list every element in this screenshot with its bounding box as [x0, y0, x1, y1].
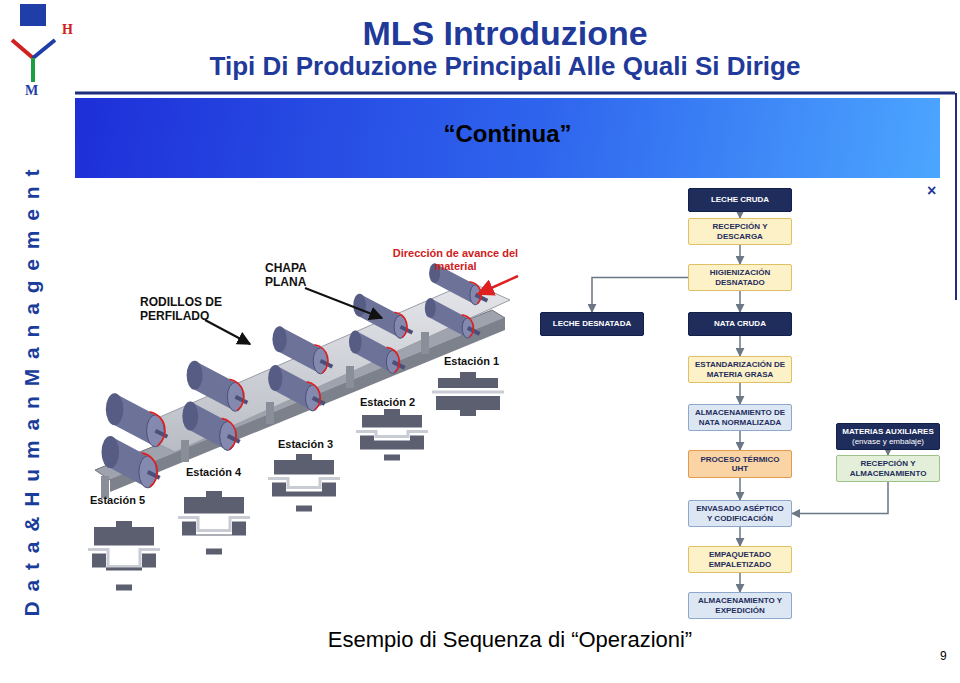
station-label: Estación 4 [186, 466, 241, 479]
header-rule [75, 92, 955, 95]
flow-arrow [739, 431, 741, 450]
process-box: ALMACENAMIENTO DE NATA NORMALIZADA [688, 404, 792, 431]
process-box: LECHE DESNATADA [540, 312, 644, 336]
process-box: LECHE CRUDA [688, 188, 792, 212]
station-label: Estación 2 [360, 396, 415, 409]
flow-arrow [739, 478, 741, 500]
node-text: ALMACENAMIENTO Y EXPEDICIÓN [693, 596, 787, 614]
logo-letter: M [25, 83, 38, 99]
node-text: PROCESO TÉRMICO UHT [693, 455, 787, 473]
node-text: “Continua” [444, 120, 572, 148]
node-text: RECEPCIÓN Y DESCARGA [693, 222, 787, 240]
process-box: HIGIENIZACIÓN DESNATADO [688, 264, 792, 291]
slide-title: MLS Introduzione [0, 14, 960, 53]
node-text: HIGIENIZACIÓN DESNATADO [693, 268, 787, 286]
node-text: ESTANDARIZACIÓN DE MATERIA GRASA [693, 360, 787, 378]
node-text: ENVASADO ASÉPTICO Y CODIFICACIÓN [693, 504, 787, 522]
process-box: NATA CRUDA [688, 312, 792, 336]
process-box: RECEPCIÓN Y ALMACENAMIENTO [836, 455, 940, 482]
flow-arrow [739, 527, 741, 546]
flow-arrow [739, 336, 741, 356]
section-band: “Continua” [75, 98, 940, 178]
process-box: ALMACENAMIENTO Y EXPEDICIÓN [688, 592, 792, 619]
logo [12, 4, 55, 82]
subtitle: Tipi Di Produzione Principali Alle Quali… [0, 52, 960, 82]
node-text: LECHE CRUDA [711, 195, 769, 204]
flow-arrow [739, 383, 741, 404]
node-text: EMPAQUETADO EMPALETIZADO [693, 550, 787, 568]
side-banner: D a t a & H u m a n M a n a g e m e n t [20, 167, 44, 616]
flow-arrow [739, 291, 741, 312]
node-text: NATA CRUDA [714, 319, 766, 328]
node-subtext: (envase y embalaje) [852, 437, 924, 446]
process-box: PROCESO TÉRMICO UHT [688, 450, 792, 478]
flow-arrow [739, 245, 741, 264]
close-mark: × [927, 182, 936, 200]
roll-forming-machine [95, 263, 510, 498]
direction-label: Dirección de avance del material [388, 247, 523, 272]
node-text: MATERIAS AUXILIARES [842, 427, 934, 436]
flow-arrow [792, 482, 888, 514]
station-label: Estación 1 [444, 355, 499, 368]
frame-rule [955, 93, 957, 300]
process-box: RECEPCIÓN Y DESCARGA [688, 218, 792, 245]
process-box: MATERIAS AUXILIARES(envase y embalaje) [836, 423, 940, 450]
leader-line [305, 288, 382, 318]
process-box: EMPAQUETADO EMPALETIZADO [688, 546, 792, 573]
process-box: ENVASADO ASÉPTICO Y CODIFICACIÓN [688, 500, 792, 527]
station-profiles [88, 372, 504, 591]
station-label: Estación 3 [278, 438, 333, 451]
flow-arrow [592, 278, 688, 313]
logo-letter: H [62, 22, 73, 38]
flow-arrow [739, 573, 741, 592]
part-label: RODILLOS DE PERFILADO [140, 296, 240, 324]
node-text: RECEPCIÓN Y ALMACENAMIENTO [841, 459, 935, 477]
direction-arrow [478, 276, 518, 294]
node-text: LECHE DESNATADA [553, 319, 631, 328]
station-label: Estación 5 [90, 494, 145, 507]
process-box: ESTANDARIZACIÓN DE MATERIA GRASA [688, 356, 792, 383]
node-text: ALMACENAMIENTO DE NATA NORMALIZADA [693, 408, 787, 426]
part-label: CHAPA PLANA [265, 262, 325, 290]
caption: Esempio di Sequenza di “Operazioni” [300, 627, 720, 653]
page-number: 9 [940, 650, 947, 664]
leader-line [205, 320, 250, 344]
